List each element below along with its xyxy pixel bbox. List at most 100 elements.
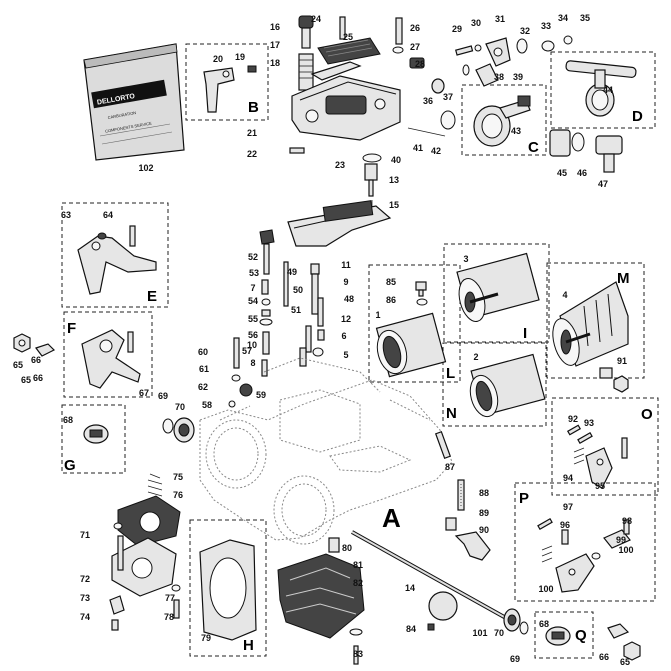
part-number-55: 55 [248, 314, 258, 324]
group-c-box [461, 84, 547, 156]
part-number-102: 102 [138, 163, 153, 173]
part-number-77: 77 [165, 593, 175, 603]
part-number-57: 57 [242, 346, 252, 356]
group-e-box [61, 202, 169, 308]
part-number-88: 88 [479, 488, 489, 498]
part-number-81: 81 [353, 560, 363, 570]
group-label-n: N [446, 405, 457, 422]
part-number-85: 85 [386, 277, 396, 287]
group-o-parts [566, 424, 628, 489]
part-number-100: 100 [538, 584, 553, 594]
part-number-71: 71 [80, 530, 90, 540]
part-number-92: 92 [568, 414, 578, 424]
part-number-4: 4 [562, 290, 567, 300]
gasket-h [199, 539, 257, 641]
part-number-83: 83 [353, 649, 363, 659]
group-o-box [551, 397, 659, 496]
part-number-16: 16 [270, 22, 280, 32]
jet-parts [362, 110, 456, 213]
part-number-43: 43 [511, 126, 521, 136]
part-number-66: 66 [599, 652, 609, 662]
part-number-44: 44 [603, 85, 613, 95]
group-p-box [514, 482, 656, 602]
part-number-99: 99 [616, 535, 626, 545]
part-number-30: 30 [471, 18, 481, 28]
part-number-12: 12 [341, 314, 351, 324]
part-number-48: 48 [344, 294, 354, 304]
part-number-62: 62 [198, 382, 208, 392]
part-number-56: 56 [248, 330, 258, 340]
packet-line1: CARBURATION [107, 110, 136, 120]
part-number-10: 10 [247, 340, 257, 350]
group-label-p: P [519, 490, 529, 507]
group-label-m: M [617, 270, 630, 287]
group-label-h: H [243, 637, 254, 654]
dellorto-packet: DELLORTO CARBURATION COMPONENTS SERVICE [83, 43, 185, 161]
part-number-89: 89 [479, 508, 489, 518]
part-number-29: 29 [452, 24, 462, 34]
venturi-2 [469, 353, 546, 418]
part-number-38: 38 [494, 72, 504, 82]
part-number-19: 19 [235, 52, 245, 62]
bracket-b [203, 65, 257, 113]
part-number-68: 68 [63, 415, 73, 425]
venturi-1 [375, 312, 447, 378]
part-number-37: 37 [443, 92, 453, 102]
part-number-49: 49 [287, 267, 297, 277]
washer-68 [83, 424, 109, 444]
part-number-64: 64 [103, 210, 113, 220]
parts-45-47 [549, 129, 623, 173]
group-label-b: B [248, 99, 259, 116]
part-number-54: 54 [248, 296, 258, 306]
part-number-39: 39 [513, 72, 523, 82]
jet-tubes [228, 229, 325, 408]
part-number-22: 22 [247, 149, 257, 159]
parts-91-65-right [599, 367, 629, 393]
part-number-46: 46 [577, 168, 587, 178]
group-label-q: Q [575, 627, 587, 644]
part-number-42: 42 [431, 146, 441, 156]
part-number-21: 21 [247, 128, 257, 138]
part-number-24: 24 [311, 14, 321, 24]
part-number-86: 86 [386, 295, 396, 305]
part-number-74: 74 [80, 612, 90, 622]
part-number-52: 52 [248, 252, 258, 262]
part-number-33: 33 [541, 21, 551, 31]
part-number-80: 80 [342, 543, 352, 553]
part-number-79: 79 [201, 633, 211, 643]
part-number-6: 6 [341, 331, 346, 341]
part-number-51: 51 [291, 305, 301, 315]
part-number-66: 66 [33, 373, 43, 383]
part-number-84: 84 [406, 624, 416, 634]
part-number-100: 100 [618, 545, 633, 555]
part-number-65: 65 [620, 657, 630, 667]
group-h-box [189, 519, 267, 657]
carburetor-body [199, 357, 453, 545]
part-number-78: 78 [164, 612, 174, 622]
part-number-53: 53 [249, 268, 259, 278]
group-label-a: A [382, 503, 401, 533]
pump-parts [109, 473, 181, 631]
part-number-58: 58 [202, 400, 212, 410]
group-label-f: F [67, 320, 76, 337]
part-number-65: 65 [21, 375, 31, 385]
parts-87-90 [434, 430, 491, 561]
part-number-3: 3 [463, 254, 468, 264]
part-number-27: 27 [410, 42, 420, 52]
part-number-67: 67 [139, 388, 149, 398]
part-number-50: 50 [293, 285, 303, 295]
float-part-15 [287, 200, 392, 247]
part-number-90: 90 [479, 525, 489, 535]
part-number-1: 1 [375, 310, 380, 320]
group-p-parts [537, 517, 631, 593]
part-number-callouts: 1234567891011121314151617181920212223242… [13, 13, 634, 667]
part-number-95: 95 [595, 481, 605, 491]
part-number-97: 97 [563, 502, 573, 512]
part-number-23: 23 [335, 160, 345, 170]
part-number-8: 8 [250, 358, 255, 368]
part-number-5: 5 [343, 350, 348, 360]
parts-65-66-left [13, 333, 56, 357]
part-number-70: 70 [494, 628, 504, 638]
group-label-o: O [641, 406, 653, 423]
